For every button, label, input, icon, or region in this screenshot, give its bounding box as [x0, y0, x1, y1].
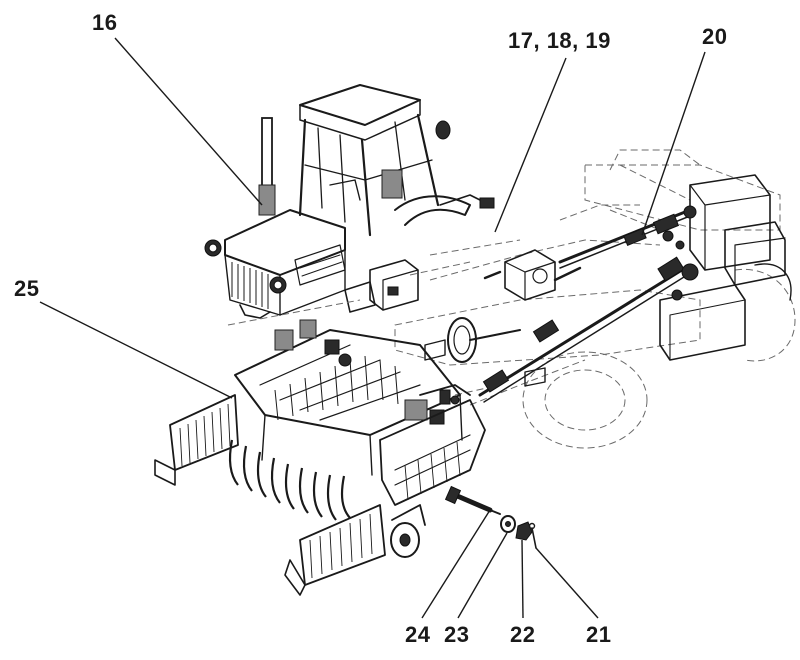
callout-22: 22 [510, 622, 536, 647]
ghost-tractor-outline [394, 149, 796, 449]
callout-21: 21 [586, 622, 612, 647]
leader-lines [39, 37, 706, 619]
callout-23: 23 [444, 622, 470, 647]
drive-shafts [424, 205, 699, 403]
tractor-illustration [204, 84, 495, 326]
callout-25: 25 [14, 276, 40, 301]
callout-20: 20 [702, 24, 728, 49]
callout-24: 24 [405, 622, 431, 647]
exploded-small-parts [444, 485, 537, 549]
callout-17-18-19: 17, 18, 19 [508, 28, 611, 53]
callout-16: 16 [92, 10, 118, 35]
attachment-implement [154, 319, 486, 596]
gearbox-housings [659, 174, 792, 361]
